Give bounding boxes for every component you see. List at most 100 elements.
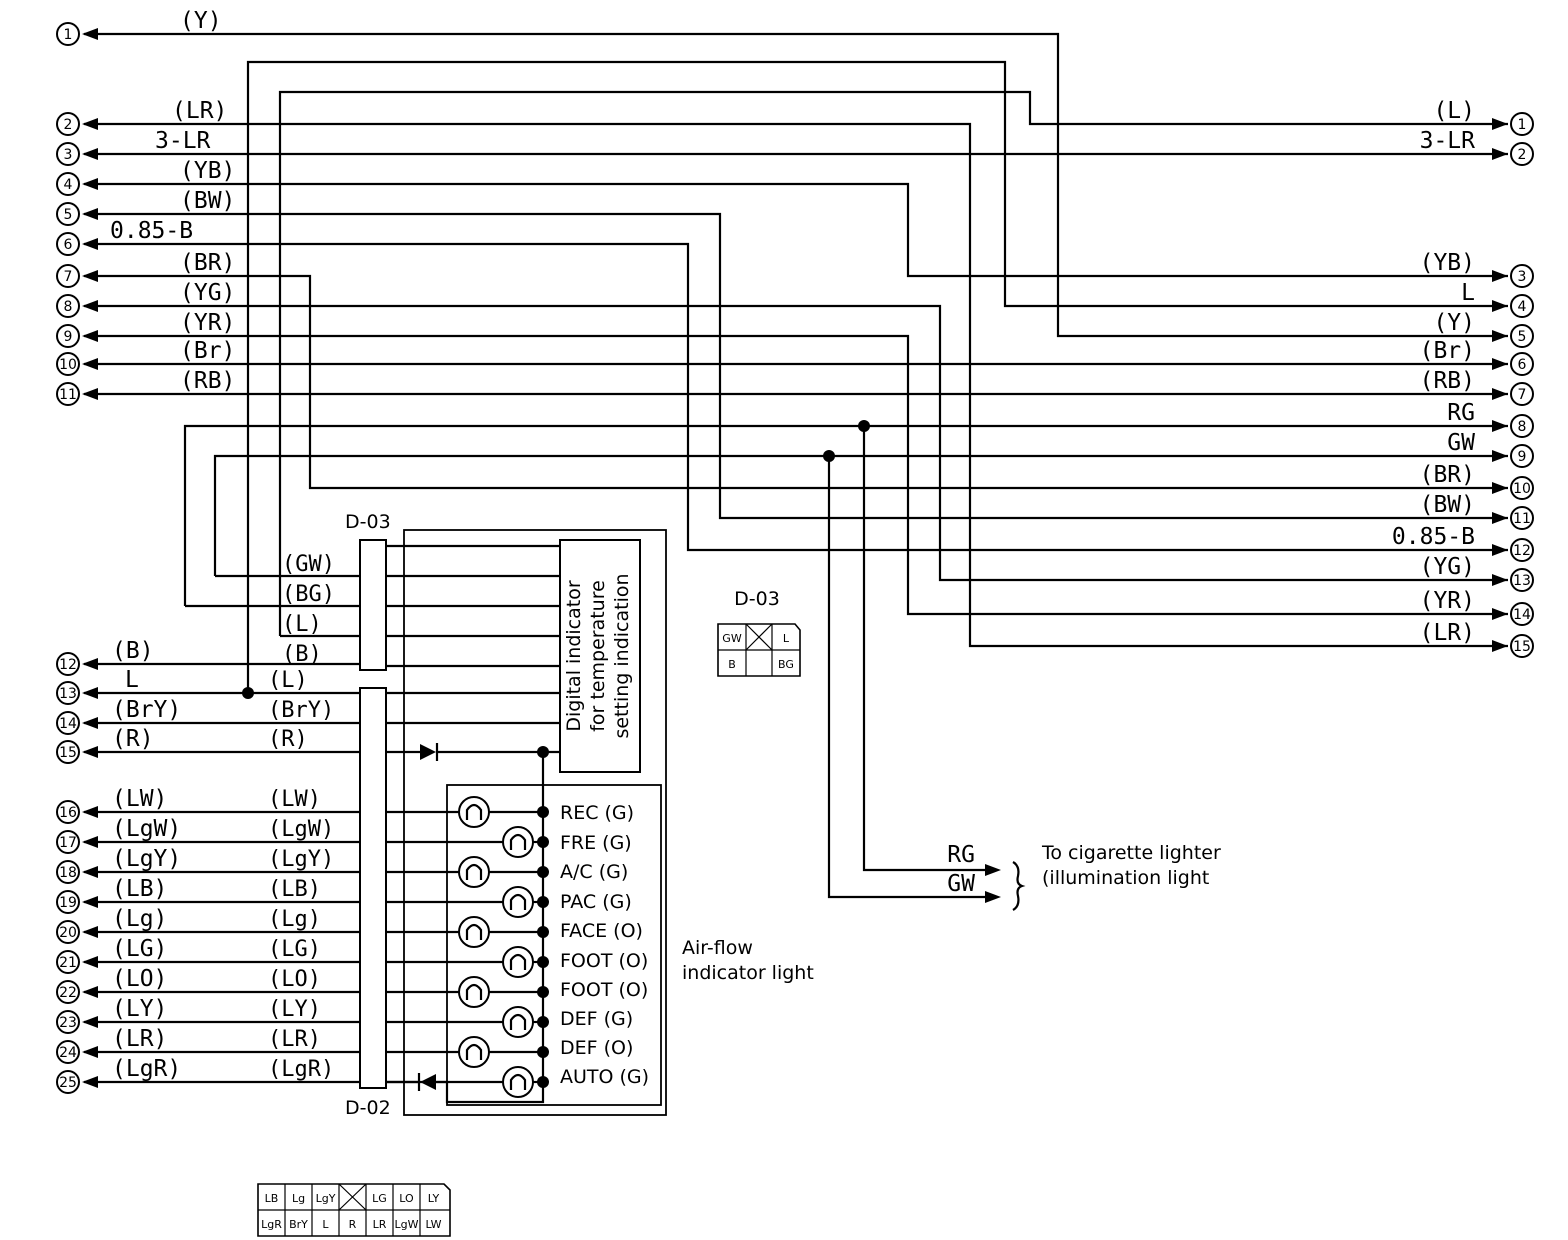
right-pin-2-number: 2	[1518, 147, 1527, 163]
diode	[420, 744, 436, 760]
wire-RG-lighter	[862, 426, 985, 872]
left-pin-18-number: 18	[59, 865, 77, 881]
left-pin-14	[56, 711, 80, 735]
junction-dot	[823, 450, 835, 462]
lamp-bottom-loop	[445, 1076, 545, 1104]
left-pin-6	[56, 232, 80, 256]
left-pin-7-number: 7	[64, 269, 73, 285]
left-wire-label-21: (LG)	[112, 936, 167, 962]
d02-face-cell-13: LgW	[395, 1218, 419, 1231]
lamp-bulb-icon	[458, 976, 490, 1008]
d03-face-title: D-03	[734, 588, 780, 610]
d02-pin-label-6: (LgY)	[268, 847, 334, 872]
d02-face-cell-6: LO	[399, 1192, 414, 1205]
lamp-label-5: FACE (O)	[560, 920, 643, 942]
left-pin-5-number: 5	[64, 207, 73, 223]
right-pin-7-number: 7	[1518, 387, 1527, 403]
digital-indicator-line-2: for temperature	[587, 580, 609, 732]
right-wire-label-3: (YB)	[1420, 250, 1475, 276]
left-wire-label-22: (LO)	[112, 966, 167, 992]
right-pin-3-number: 3	[1518, 269, 1527, 285]
right-pin-4-number: 4	[1518, 299, 1527, 315]
left-wire-label-23: (LY)	[112, 996, 167, 1022]
lamp-label-2: FRE (G)	[560, 832, 632, 854]
right-pin-10-number: 10	[1513, 481, 1531, 497]
right-pin-9	[1510, 444, 1534, 468]
right-pin-9-number: 9	[1518, 449, 1527, 465]
digital-indicator-line-3: setting indication	[611, 573, 633, 738]
left-pin-24	[56, 1040, 80, 1064]
right-wire-label-9: GW	[1447, 430, 1475, 456]
d02-pin-label-4: (LW)	[268, 787, 321, 812]
right-pin-1-number: 1	[1518, 117, 1527, 133]
left-pin-13-number: 13	[59, 686, 77, 702]
lamp-filament-icon	[465, 1043, 483, 1060]
lamp-label-3: A/C (G)	[560, 861, 628, 883]
wire-L-13	[246, 60, 1508, 693]
lamp-panel	[446, 784, 662, 1106]
lamp-filament-icon	[465, 983, 483, 1000]
left-pin-17	[56, 830, 80, 854]
junction-dot	[537, 986, 549, 998]
junction-dot	[537, 1046, 549, 1058]
d02-face-cell-8: LgR	[261, 1218, 282, 1231]
d02-face-cell-11: R	[349, 1218, 357, 1231]
left-pin-8-number: 8	[64, 299, 73, 315]
right-pin-8	[1510, 414, 1534, 438]
lamp-bulb-icon	[502, 1006, 534, 1038]
lamp-bulb-icon	[458, 856, 490, 888]
connector-d03	[359, 539, 387, 671]
junction-dot	[537, 836, 549, 848]
wire-GW-lighter	[827, 456, 985, 899]
wire-YB	[84, 182, 1508, 278]
d02-face-cell-7: LY	[428, 1192, 440, 1205]
left-pin-15	[56, 740, 80, 764]
d02-pin-label-13: (LgR)	[268, 1057, 334, 1082]
wire-GW	[213, 454, 1508, 576]
d03-pin-label-4: (B)	[282, 642, 322, 667]
right-pin-14	[1510, 602, 1534, 626]
left-pin-11	[56, 382, 80, 406]
d03-face-cell-1: GW	[722, 632, 742, 645]
arrow-head	[985, 864, 1001, 876]
connector-d03-label: D-03	[345, 511, 391, 533]
left-pin-24-number: 24	[59, 1045, 77, 1061]
lamp-filament-icon	[509, 1073, 527, 1090]
right-wire-label-7: (RB)	[1420, 368, 1475, 394]
d02-pin-label-9: (LG)	[268, 937, 321, 962]
d02-pin-label-8: (Lg)	[268, 907, 321, 932]
lamp-bulb-icon	[502, 946, 534, 978]
right-wire-label-8: RG	[1447, 400, 1475, 426]
d02-face-cross	[338, 1183, 367, 1211]
d03-face-cross	[745, 623, 773, 651]
wire-LR	[84, 122, 1508, 648]
lamp-filament-icon	[509, 953, 527, 970]
left-wire-label-5: (BW)	[180, 188, 235, 214]
lighter-rg-label: RG	[947, 842, 975, 868]
d02-face-cell-1: LB	[265, 1192, 279, 1205]
left-pin-18	[56, 860, 80, 884]
left-pin-21-number: 21	[59, 955, 77, 971]
right-wire-label-12: 0.85-B	[1392, 524, 1475, 550]
right-pin-11	[1510, 506, 1534, 530]
wire-YG	[84, 304, 1508, 582]
d03-face-cell-4: B	[728, 658, 736, 671]
lighter-label-line1: To cigarette lighter	[1041, 842, 1221, 864]
d02-pin-label-3: (R)	[268, 727, 308, 752]
left-pin-16-number: 16	[59, 805, 77, 821]
connector-d02	[359, 687, 387, 1089]
left-wire-label-4: (YB)	[180, 158, 235, 184]
wire-RG	[183, 424, 1508, 606]
lamp-label-8: DEF (G)	[560, 1008, 633, 1030]
left-pin-11-number: 11	[59, 387, 77, 403]
d02-pin-label-1: (L)	[268, 668, 308, 693]
left-pin-1	[56, 22, 80, 46]
digital-indicator-line-1: Digital indicator	[563, 580, 585, 731]
left-wire-label-7: (BR)	[180, 250, 235, 276]
right-wire-label-14: (YR)	[1420, 588, 1475, 614]
left-pin-25-number: 25	[59, 1075, 77, 1091]
right-pin-12	[1510, 538, 1534, 562]
left-pin-2	[56, 112, 80, 136]
